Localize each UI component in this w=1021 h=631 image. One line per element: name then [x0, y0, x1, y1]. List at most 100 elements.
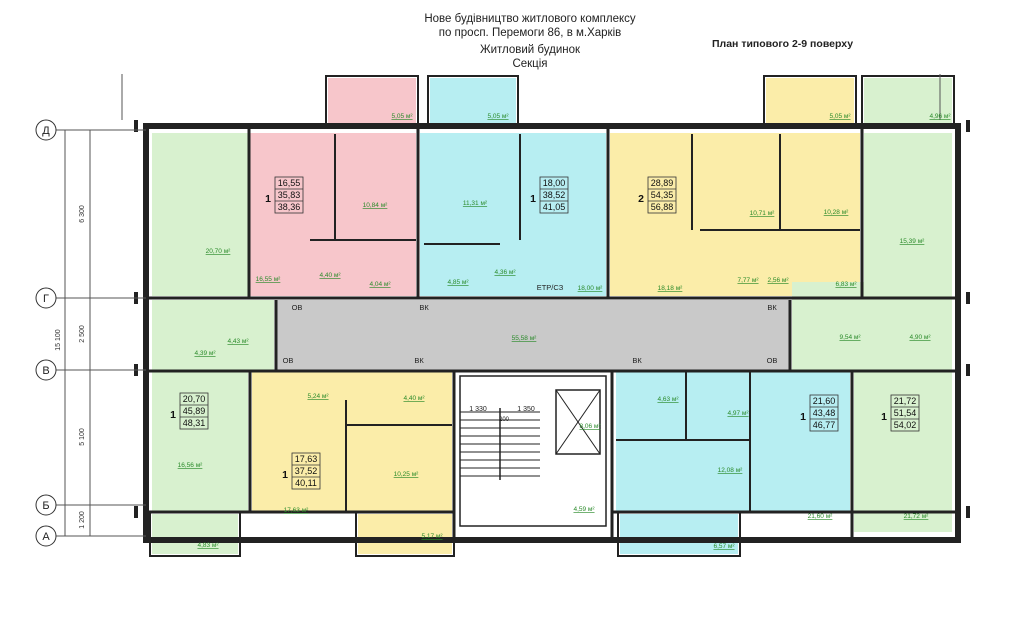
- corridor: [276, 300, 790, 370]
- axis-bubble-0: Д: [35, 119, 57, 141]
- room-area-label: 5,05 м²: [829, 113, 851, 120]
- apartment-total-area: 38,52: [543, 190, 566, 200]
- apartment-rooms: 1: [265, 193, 271, 205]
- axis-label-1: Г: [43, 293, 49, 305]
- apt-cyan-top: [420, 133, 606, 296]
- apartment-labels: 116,5535,8338,36118,0038,5241,05228,8954…: [170, 176, 920, 490]
- apt-cyan-bottom: [616, 372, 850, 512]
- room-area-label: 2,56 м²: [767, 277, 789, 284]
- apartment-total-area: 35,83: [278, 190, 301, 200]
- ov-label: ОВ: [292, 303, 303, 312]
- room-area-label: 5,05 м²: [391, 113, 413, 120]
- room-area-label: 4,97 м²: [727, 410, 749, 417]
- room-area-label: 9,54 м²: [839, 334, 861, 341]
- balcony-pink: [328, 78, 416, 124]
- room-area-label: 17,63 м²: [284, 507, 310, 514]
- room-area-label: 4,63 м²: [657, 396, 679, 403]
- apartment-rooms: 2: [638, 193, 644, 205]
- apartment-total-area: 37,52: [295, 466, 318, 476]
- room-area-label: 16,56 м²: [178, 462, 204, 469]
- stair-dim-3: 200: [499, 417, 510, 423]
- room-area-label: 6,57 м²: [713, 543, 735, 550]
- apartment-rooms: 1: [170, 409, 176, 421]
- room-area-label: 5,24 м²: [307, 393, 329, 400]
- apt-green-bottom-left: [152, 372, 248, 512]
- title-line-4: Секція: [512, 58, 548, 70]
- room-area-label: 8,06 м²: [579, 423, 601, 430]
- apartment-total-area: 43,48: [813, 408, 836, 418]
- dimension-1: 2 500: [79, 325, 86, 343]
- room-area-label: 4,96 м²: [929, 113, 951, 120]
- apartment-label-5: 1 21,60 43,48 46,77: [800, 394, 839, 432]
- axis-bubble-2: В: [35, 359, 57, 381]
- balcony-bottom-cyan: [620, 514, 738, 554]
- apartment-rooms: 1: [881, 411, 887, 423]
- room-area-label: 21,72 м²: [904, 513, 930, 520]
- apt-green-bottom-right: [854, 372, 952, 532]
- room-fills: [152, 78, 952, 554]
- apt-yellow-bottom: [252, 372, 452, 512]
- apartment-rooms: 1: [282, 469, 288, 481]
- room-area-label: 6,83 м²: [835, 281, 857, 288]
- apartment-living-area: 28,89: [651, 178, 674, 188]
- vk-label: ВК: [419, 303, 429, 312]
- dimension-2: 5 100: [79, 428, 86, 446]
- dimension-0: 6 300: [79, 205, 86, 223]
- room-area-label: 4,90 м²: [909, 334, 931, 341]
- axis-bubble-3: Б: [35, 494, 57, 516]
- room-area-label: 7,77 м²: [737, 277, 759, 284]
- stair-dim-2: 1 350: [517, 406, 535, 413]
- ov-label: ОВ: [283, 356, 294, 365]
- room-area-label: 5,05 м²: [487, 113, 509, 120]
- room-area-label: 12,08 м²: [718, 467, 744, 474]
- room-area-label: 16,55 м²: [256, 276, 282, 283]
- axis-grid: [55, 74, 941, 537]
- dimension-total: 15 100: [55, 329, 62, 351]
- room-area-label: 4,40 м²: [319, 272, 341, 279]
- ov-label: ОВ: [767, 356, 778, 365]
- balcony-yellow: [766, 78, 854, 124]
- etr-label: ЕТР/СЗ: [537, 283, 564, 292]
- apartment-full-area: 38,36: [278, 202, 301, 212]
- apt-pink: [250, 133, 416, 296]
- room-area-label: 4,36 м²: [494, 269, 516, 276]
- apartment-full-area: 56,88: [651, 202, 674, 212]
- room-area-label: 21,60 м²: [808, 513, 834, 520]
- room-area-label: 55,58 м²: [512, 335, 538, 342]
- vk-label: ВК: [767, 303, 777, 312]
- axis-label-0: Д: [42, 125, 50, 137]
- room-area-label: 18,18 м²: [658, 285, 684, 292]
- apartment-full-area: 46,77: [813, 420, 836, 430]
- apartment-full-area: 40,11: [295, 478, 317, 488]
- room-area-label: 20,70 м²: [206, 248, 232, 255]
- apartment-living-area: 21,60: [813, 396, 836, 406]
- plan-title: План типового 2-9 поверху: [712, 38, 854, 50]
- title-line-1: Нове будівництво житлового комплексу: [424, 13, 636, 25]
- room-area-label: 4,85 м²: [447, 279, 469, 286]
- room-area-label: 10,28 м²: [824, 209, 850, 216]
- apartment-total-area: 51,54: [894, 408, 917, 418]
- apartment-rooms: 1: [800, 411, 806, 423]
- apt-green-left-mid: [152, 300, 274, 370]
- room-area-label: 4,43 м²: [227, 338, 249, 345]
- apartment-living-area: 20,70: [183, 394, 206, 404]
- axis-label-3: Б: [42, 500, 49, 512]
- room-area-label: 10,71 м²: [750, 210, 776, 217]
- apartment-living-area: 18,00: [543, 178, 566, 188]
- apt-green-right-mid: [792, 282, 952, 370]
- stair-dim-1: 1 330: [469, 406, 487, 413]
- room-area-label: 4,83 м²: [197, 542, 219, 549]
- apartment-full-area: 41,05: [543, 202, 566, 212]
- apt-green-top-left: [152, 133, 248, 296]
- title-line-2: по просп. Перемоги 86, в м.Харків: [438, 27, 622, 39]
- balcony-green-top: [864, 78, 952, 124]
- room-area-label: 15,39 м²: [900, 238, 926, 245]
- room-area-label: 5,17 м²: [421, 533, 443, 540]
